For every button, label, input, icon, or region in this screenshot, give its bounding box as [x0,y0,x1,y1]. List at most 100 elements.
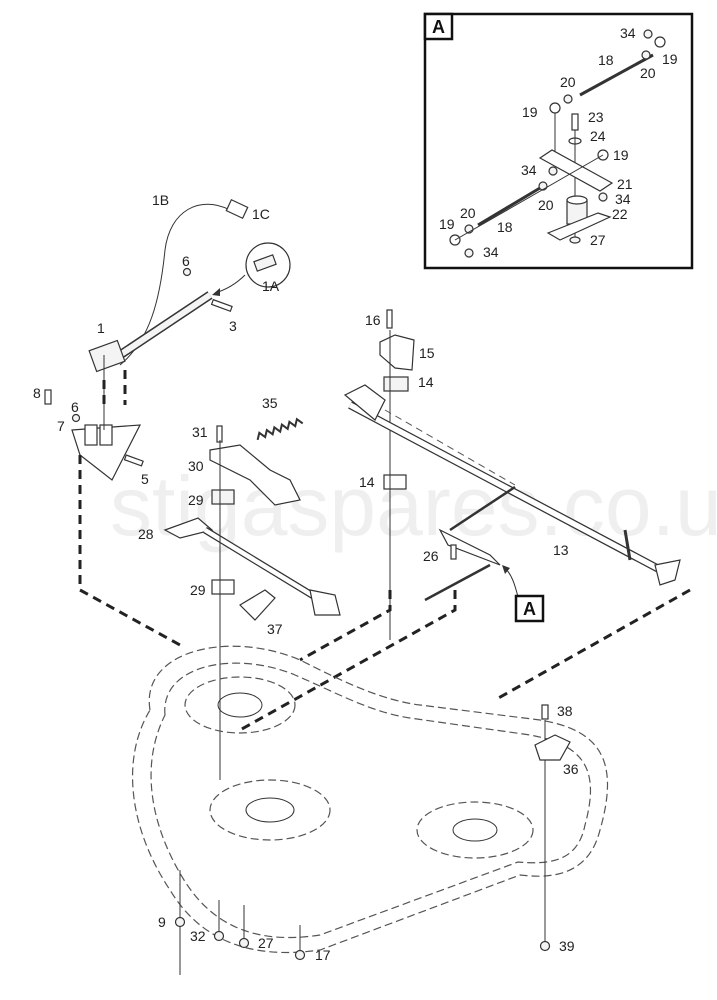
callout-39: 39 [559,938,575,954]
leader-dashed [239,590,457,732]
bushing-29 [211,579,235,595]
callout-8: 8 [33,385,41,401]
callout-27: 27 [258,935,274,951]
callout-5: 5 [141,471,149,487]
callout-37: 37 [267,621,283,637]
ball-joint-19 [549,102,561,114]
detail-reference-label: A [523,599,536,619]
callout-label: 34 [620,25,636,41]
bracket-37 [239,589,276,621]
bushing-14 [383,474,407,490]
nut-39 [539,940,551,952]
callout-label: 20 [460,205,476,221]
callout-29: 29 [188,492,204,508]
nut-32 [213,930,225,942]
bolt-23 [571,113,579,131]
bracket-36 [534,734,571,761]
callout-35: 35 [262,395,278,411]
rod-18-lower [477,186,541,227]
callout-13: 13 [553,542,569,558]
actuator-assembly [88,198,291,373]
callout-14: 14 [418,374,434,390]
plate-30 [209,444,301,506]
nut-20 [641,50,651,60]
bolt-8 [44,389,52,405]
callout-label: 21 [617,176,633,192]
mower-deck [131,645,608,975]
callout-label: 18 [497,219,513,235]
leader-dashed [494,588,691,702]
callout-36: 36 [563,761,579,777]
washer-27 [569,236,581,244]
nut-34 [598,192,608,202]
callout-32: 32 [190,928,206,944]
nut-17 [294,949,306,961]
callout-label: 18 [598,52,614,68]
callout-38: 38 [557,703,573,719]
callout-1A: 1A [262,278,280,294]
callout-label: 19 [662,51,678,67]
rod-18-upper [579,53,654,97]
ball-joint-19 [654,36,666,48]
detail-reference-box [514,594,545,623]
callout-label: 23 [588,109,604,125]
callout-1C: 1C [252,206,270,222]
callout-9: 9 [158,914,166,930]
callout-label: 34 [483,244,499,260]
callout-label: 20 [640,65,656,81]
actuator-motor [88,339,126,373]
bolt-31 [216,425,223,443]
callout-6: 6 [71,399,79,415]
callout-label: 19 [613,147,629,163]
callout-1: 1 [97,320,105,336]
lever-28 [163,517,341,616]
callout-label: 34 [521,162,537,178]
bolt-26 [450,544,457,560]
leader-dashed [102,370,127,405]
nut-6 [71,413,81,423]
nut-20 [538,181,548,191]
callout-16: 16 [365,312,381,328]
callout-label: 19 [439,216,455,232]
callout-1B: 1B [152,192,169,208]
callout-label: 19 [522,104,538,120]
callout-30: 30 [188,458,204,474]
leader-dashed [299,590,392,662]
detail-inset-a: A 34 19 18 20 20 [423,12,694,270]
spring-35 [256,417,304,441]
callout-14: 14 [359,474,375,490]
nut-34 [548,166,558,176]
callout-31: 31 [192,424,208,440]
connector-1C [225,198,249,220]
nut-34 [643,29,653,39]
bracket-7 [44,355,144,481]
callout-label: 24 [590,128,606,144]
callout-7: 7 [57,418,65,434]
nut-6 [182,267,192,277]
callouts: 1B 1C 6 1A 3 1 8 6 7 5 35 31 30 29 28 29… [33,192,579,963]
nut-9 [174,916,186,928]
callout-29: 29 [190,582,206,598]
bolt-16 [386,309,393,329]
pin-5 [123,454,144,467]
callout-label: 20 [560,74,576,90]
pin-3 [210,298,233,313]
bolt-38 [541,704,549,720]
nut-34 [464,248,474,258]
nut-27 [238,937,250,949]
callout-28: 28 [138,526,154,542]
nut-20 [563,94,573,104]
inset-title: A [432,17,445,37]
callout-6: 6 [182,253,190,269]
callout-label: 20 [538,197,554,213]
callout-label: 34 [615,191,631,207]
bracket-15 [379,334,415,371]
callout-15: 15 [419,345,435,361]
callout-17: 17 [315,947,331,963]
callout-label: 22 [612,206,628,222]
bushing-14 [383,376,409,392]
inset-title-box [423,12,454,41]
linkage-a [424,485,519,602]
leader-dashed [78,455,181,647]
